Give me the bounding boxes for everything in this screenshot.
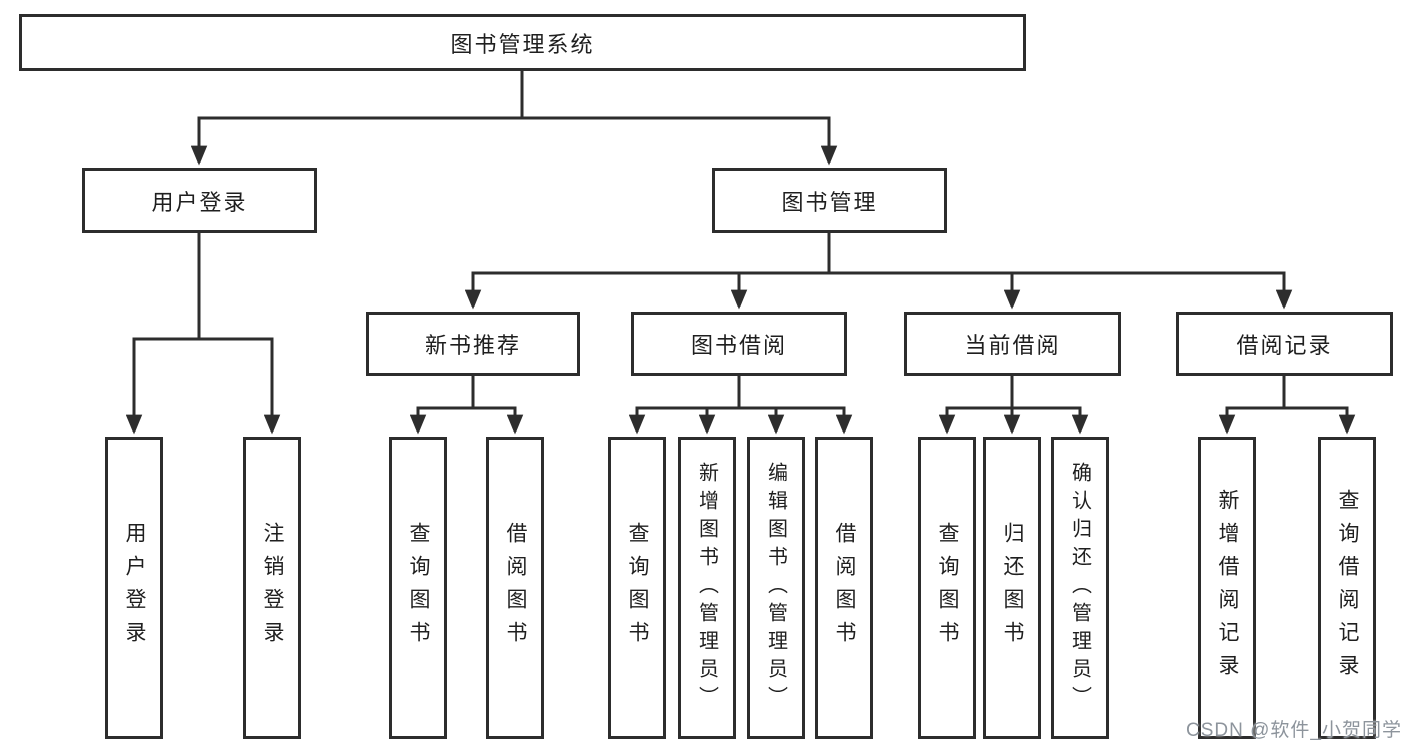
connector-root-to-level2 xyxy=(190,69,838,166)
leaf-edit-book-admin: 编辑图书（管理员） xyxy=(747,437,805,739)
leaf-query-books-current: 查询图书 xyxy=(918,437,976,739)
connector-user-login-to-leaves xyxy=(125,231,281,435)
node-borrowing-records: 借阅记录 xyxy=(1176,312,1393,376)
connector-current-borrowing-to-leaves xyxy=(938,374,1089,435)
node-library-management-system: 图书管理系统 xyxy=(19,14,1026,71)
node-book-management: 图书管理 xyxy=(712,168,947,233)
node-user-login: 用户登录 xyxy=(82,168,317,233)
leaf-logout: 注销登录 xyxy=(243,437,301,739)
connector-new-book-recommendation-to-leaves xyxy=(409,374,524,435)
connector-book-borrowing-to-leaves xyxy=(628,374,853,435)
leaf-add-borrowing-record: 新增借阅记录 xyxy=(1198,437,1256,739)
leaf-user-login: 用户登录 xyxy=(105,437,163,739)
leaf-confirm-return-admin: 确认归还（管理员） xyxy=(1051,437,1109,739)
connector-borrowing-records-to-leaves xyxy=(1218,374,1356,435)
leaf-query-books-borrowing: 查询图书 xyxy=(608,437,666,739)
leaf-borrow-books-borrowing: 借阅图书 xyxy=(815,437,873,739)
node-new-book-recommendation: 新书推荐 xyxy=(366,312,580,376)
node-book-borrowing: 图书借阅 xyxy=(631,312,847,376)
leaf-add-book-admin: 新增图书（管理员） xyxy=(678,437,736,739)
leaf-query-books-recommend: 查询图书 xyxy=(389,437,447,739)
connector-book-management-to-level3 xyxy=(464,231,1293,310)
leaf-query-borrowing-record: 查询借阅记录 xyxy=(1318,437,1376,739)
node-current-borrowing: 当前借阅 xyxy=(904,312,1121,376)
csdn-watermark: CSDN @软件_小贺同学 xyxy=(1186,720,1402,741)
leaf-return-book: 归还图书 xyxy=(983,437,1041,739)
leaf-borrow-books-recommend: 借阅图书 xyxy=(486,437,544,739)
